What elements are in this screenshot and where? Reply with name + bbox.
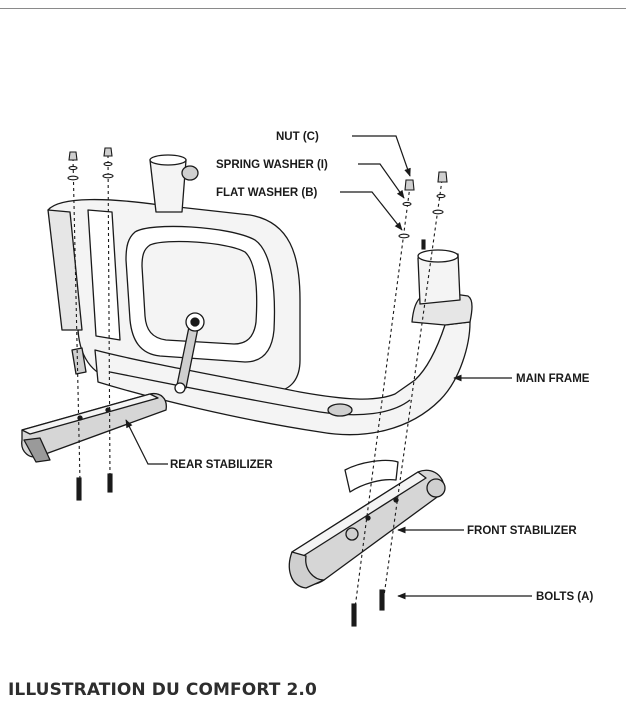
assembly-diagram: NUT (C) SPRING WASHER (I) FLAT WASHER (B… bbox=[21, 131, 593, 627]
front-stabilizer-drawing bbox=[288, 469, 446, 589]
label-flat-washer: FLAT WASHER (B) bbox=[216, 187, 318, 199]
label-bolts: BOLTS (A) bbox=[536, 591, 593, 603]
label-spring-washer: SPRING WASHER (I) bbox=[216, 159, 328, 171]
spring-washer-leader bbox=[358, 163, 405, 199]
top-divider bbox=[0, 8, 626, 9]
label-front-stabilizer: FRONT STABILIZER bbox=[467, 525, 577, 537]
rear-stabilizer-leader bbox=[125, 419, 168, 465]
rear-stabilizer-drawing bbox=[21, 392, 167, 463]
label-nut: NUT (C) bbox=[276, 131, 319, 143]
hardware-drawing bbox=[67, 147, 448, 627]
label-main-frame: MAIN FRAME bbox=[516, 373, 590, 385]
flat-washer-leader bbox=[340, 191, 403, 231]
main-frame-drawing bbox=[47, 154, 473, 493]
nut-leader bbox=[352, 135, 411, 177]
figure-caption: ILLUSTRATION DU COMFORT 2.0 bbox=[8, 680, 317, 700]
leader-lines bbox=[125, 135, 532, 600]
label-rear-stabilizer: REAR STABILIZER bbox=[170, 459, 273, 471]
